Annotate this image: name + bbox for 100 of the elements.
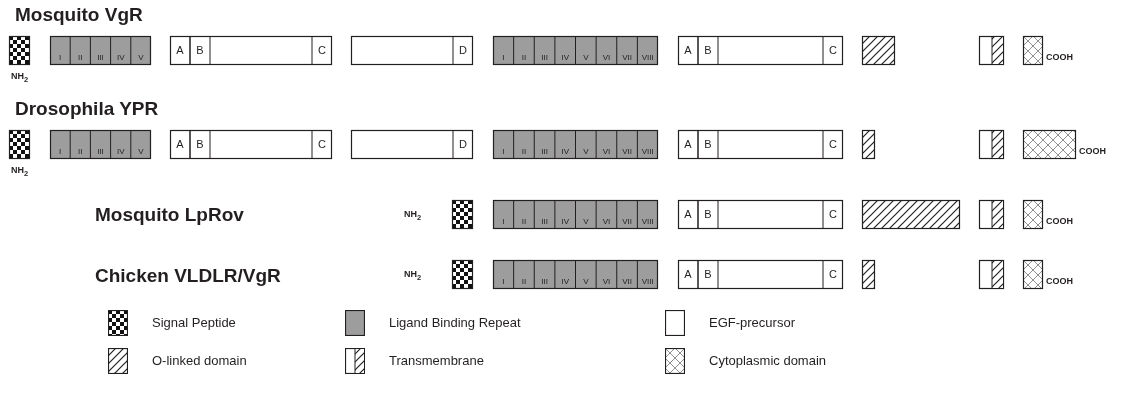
repeat-numeral: II	[520, 218, 528, 226]
domain-letter: B	[703, 269, 713, 280]
repeat-numeral: VII	[621, 218, 633, 226]
ligand-binding-repeat-bar	[493, 130, 658, 159]
repeat-numeral: VI	[601, 278, 612, 286]
domain-letter: C	[828, 269, 838, 280]
repeat-numeral: II	[520, 278, 528, 286]
protein-heading: Drosophila YPR	[15, 98, 159, 120]
repeat-numeral: IV	[560, 148, 570, 156]
repeat-numeral: III	[540, 148, 549, 156]
cytoplasmic-domain-box	[1023, 200, 1043, 229]
repeat-numeral: VI	[601, 218, 612, 226]
repeat-numeral: III	[540, 54, 549, 62]
terminus-label: NH$_{2}$	[11, 165, 29, 178]
legend-label: O-linked domain	[152, 353, 247, 368]
domain-letter: C	[828, 45, 838, 56]
legend-label: Signal Peptide	[152, 315, 236, 330]
repeat-numeral: VIII	[640, 218, 655, 226]
terminus-label: NH$_{2}$	[404, 209, 422, 222]
repeat-numeral: III	[96, 54, 105, 62]
protein-heading: Mosquito LpRov	[95, 204, 244, 226]
signal-peptide-box	[452, 200, 473, 229]
repeat-numeral: V	[137, 148, 145, 156]
terminus-label: COOH	[1046, 276, 1073, 286]
repeat-numeral: II	[77, 54, 84, 62]
legend-label: Cytoplasmic domain	[709, 353, 827, 368]
domain-letter: C	[828, 139, 838, 150]
ligand-binding-repeat-bar	[493, 200, 658, 229]
domain-letter: A	[683, 45, 693, 56]
repeat-numeral: VI	[601, 148, 612, 156]
egf-precursor-box	[678, 200, 843, 229]
repeat-numeral: IV	[560, 278, 570, 286]
repeat-numeral: VI	[601, 54, 612, 62]
domain-letter: B	[703, 45, 713, 56]
repeat-numeral: VIII	[640, 148, 655, 156]
transmembrane-box	[979, 130, 1004, 159]
repeat-numeral: I	[501, 218, 506, 226]
signal-peptide-box	[452, 260, 473, 289]
legend-label: Ligand Binding Repeat	[389, 315, 521, 330]
protein-heading: Chicken VLDLR/VgR	[95, 265, 281, 287]
repeat-numeral: III	[540, 218, 549, 226]
legend-label: Transmembrane	[389, 353, 484, 368]
repeat-numeral: V	[582, 54, 590, 62]
repeat-numeral: II	[520, 54, 528, 62]
repeat-numeral: V	[137, 54, 145, 62]
domain-letter: D	[458, 45, 468, 56]
repeat-numeral: IV	[560, 218, 570, 226]
terminus-label: COOH	[1046, 216, 1073, 226]
domain-letter: A	[683, 139, 693, 150]
domain-letter: A	[175, 45, 185, 56]
protein-heading: Mosquito VgR	[15, 4, 143, 26]
ligand-binding-repeat-bar	[493, 260, 658, 289]
transmembrane-box	[979, 200, 1004, 229]
legend-label: EGF-precursor	[709, 315, 795, 330]
repeat-numeral: I	[57, 148, 63, 156]
o-linked-domain-box	[862, 36, 895, 65]
egf-precursor-box	[678, 260, 843, 289]
domain-letter: A	[683, 269, 693, 280]
repeat-numeral: I	[501, 148, 506, 156]
repeat-numeral: II	[77, 148, 84, 156]
transmembrane-box	[979, 36, 1004, 65]
repeat-numeral: IV	[560, 54, 570, 62]
domain-letter: C	[317, 45, 327, 56]
domain-letter: C	[317, 139, 327, 150]
egf-precursor-box	[351, 130, 473, 159]
ligand-binding-repeat-bar	[493, 36, 658, 65]
signal-peptide-box	[9, 130, 30, 159]
repeat-numeral: III	[540, 278, 549, 286]
repeat-numeral: V	[582, 278, 590, 286]
repeat-numeral: V	[582, 218, 590, 226]
repeat-numeral: IV	[115, 54, 126, 62]
egf-precursor-box	[678, 130, 843, 159]
domain-letter: A	[683, 209, 693, 220]
domain-letter: B	[195, 139, 205, 150]
egf-precursor-box	[170, 130, 332, 159]
repeat-numeral: III	[96, 148, 105, 156]
domain-letter: D	[458, 139, 468, 150]
signal-peptide-box	[9, 36, 30, 65]
repeat-numeral: VII	[621, 278, 633, 286]
repeat-numeral: V	[582, 148, 590, 156]
domain-letter: B	[703, 139, 713, 150]
ligand-binding-repeat-bar	[50, 130, 151, 159]
repeat-numeral: II	[520, 148, 528, 156]
repeat-numeral: I	[501, 278, 506, 286]
egf-precursor-box	[351, 36, 473, 65]
repeat-numeral: VIII	[640, 54, 655, 62]
cytoplasmic-domain-box	[1023, 36, 1043, 65]
ligand-binding-repeat-bar	[50, 36, 151, 65]
domain-letter: B	[703, 209, 713, 220]
repeat-numeral: VII	[621, 148, 633, 156]
terminus-label: NH$_{2}$	[404, 269, 422, 282]
terminus-label: COOH	[1046, 52, 1073, 62]
repeat-numeral: VIII	[640, 278, 655, 286]
terminus-label: COOH	[1079, 146, 1106, 156]
domain-letter: B	[195, 45, 205, 56]
o-linked-domain-box	[862, 200, 960, 229]
terminus-label: NH$_{2}$	[11, 71, 29, 84]
repeat-numeral: IV	[115, 148, 126, 156]
transmembrane-box	[979, 260, 1004, 289]
domain-letter: A	[175, 139, 185, 150]
